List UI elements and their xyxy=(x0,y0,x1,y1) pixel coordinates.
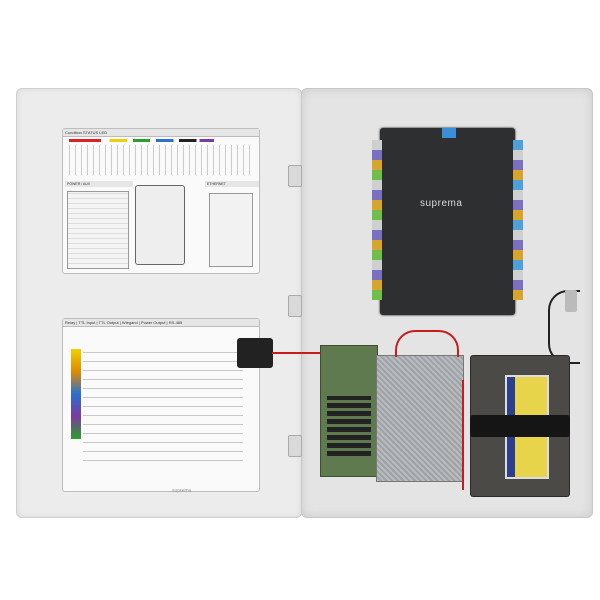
tamper-module xyxy=(237,338,273,368)
terminal-block-right xyxy=(513,140,523,300)
wire xyxy=(462,380,464,490)
status-led-heading: Condition STATUS LED xyxy=(63,129,259,137)
power-distribution-board xyxy=(320,345,378,477)
board-diagram xyxy=(135,185,185,265)
wiring-sheet-bottom: Relay | TTL Input | TTL Output | Wiegand… xyxy=(62,318,260,492)
ethernet-port[interactable] xyxy=(442,128,456,138)
terminal-block xyxy=(327,396,371,456)
terminal-diagram xyxy=(71,349,81,439)
status-led-table xyxy=(69,145,254,175)
wire xyxy=(395,330,459,357)
wire xyxy=(272,352,322,354)
ethernet-diagram xyxy=(209,193,253,267)
power-supply-unit xyxy=(376,355,464,482)
door-brand-mark: suprema xyxy=(172,488,192,494)
terminal-block-left xyxy=(372,140,382,300)
io-heading: Relay | TTL Input | TTL Output | Wiegand… xyxy=(63,319,259,327)
hinge xyxy=(288,295,302,317)
tamper-switch xyxy=(565,290,577,312)
hinge xyxy=(288,435,302,457)
board-logo: suprema xyxy=(420,198,463,209)
hinge xyxy=(288,165,302,187)
power-diagram xyxy=(67,191,129,269)
controller-board: suprema xyxy=(380,128,515,315)
ethernet-heading: ETHERNET xyxy=(205,181,259,187)
power-aux-heading: POWER / AUX xyxy=(65,181,133,187)
wiring-sheet-top: Condition STATUS LED POWER / AUX ETHERNE… xyxy=(62,128,260,274)
status-led-color-bar xyxy=(69,139,214,142)
battery-strap xyxy=(470,415,570,437)
io-wiring-diagram xyxy=(83,349,243,469)
